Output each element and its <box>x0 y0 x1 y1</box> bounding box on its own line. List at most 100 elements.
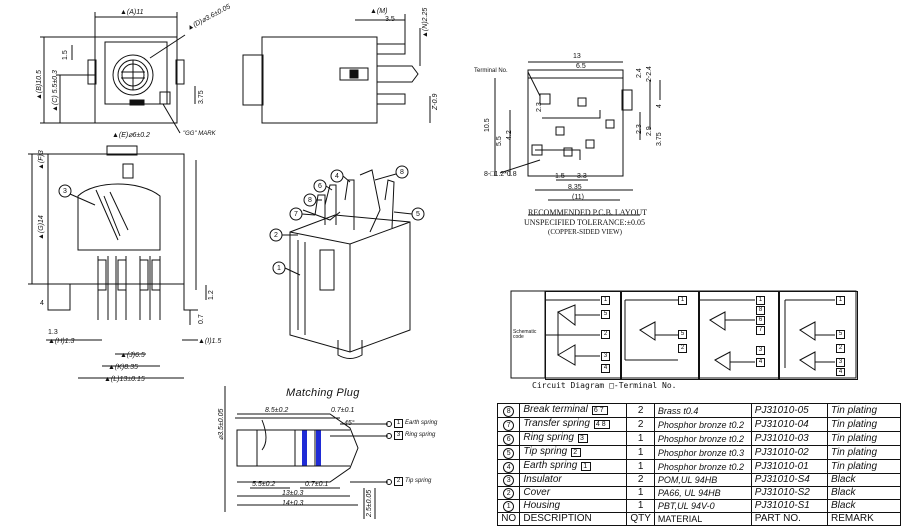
bom-description: Insulator <box>519 473 628 487</box>
bom-no: 8 <box>496 403 521 418</box>
terminal-box: 7 <box>756 326 765 335</box>
bom-description-text: Break terminal <box>523 404 588 416</box>
terminal-box: 4 <box>836 368 845 376</box>
bom-description-text: Cover <box>523 487 551 499</box>
bom-material: Phosphor bronze t0.2 <box>653 431 752 446</box>
dim-h: ▲(H)1.3 <box>48 338 75 345</box>
earth-spring-label: Earth spring <box>405 420 438 426</box>
bom-qty: 1 <box>626 459 655 474</box>
terminal-box: 5 <box>836 330 845 339</box>
dim-n: ▲(N)2.25 <box>422 7 429 38</box>
plug-dim-diameter: ⌀3.5±0.05 <box>218 408 225 440</box>
bom-no-circle: 5 <box>503 447 515 459</box>
bom-qty: 1 <box>626 445 655 460</box>
dim-15: 1.5 <box>62 50 69 60</box>
bom-description-text: Transfer spring <box>523 418 590 430</box>
dim-13: 1.3 <box>48 329 58 336</box>
dim-e: ▲(E)⌀6±0.2 <box>112 132 150 139</box>
iso-callout: 7 <box>294 211 298 218</box>
iso-callout: 6 <box>318 183 322 190</box>
schematic-frame <box>510 290 857 379</box>
plug-dim-07a: 0.7±0.1 <box>331 407 355 414</box>
dim-j: ▲(J)6.5 <box>120 352 145 359</box>
pcb-dim-4: 4 <box>656 104 663 108</box>
pcb-dim-11: (11) <box>572 194 584 201</box>
matching-plug-title: Matching Plug <box>286 387 360 399</box>
pcb-caption-3: (COPPER-SIDED VIEW) <box>548 228 622 236</box>
pcb-dim-65: 6.5 <box>576 63 586 70</box>
bom-remark: Black <box>826 473 901 487</box>
dim-i: ▲(I)1.5 <box>198 338 222 345</box>
dim-a: ▲(A)11 <box>120 9 144 16</box>
dim-35: 3.5 <box>385 16 395 23</box>
bom-no: 4 <box>496 459 521 474</box>
terminal-box: 1 <box>756 296 765 305</box>
bom-terminal-boxes: 48 <box>593 420 610 429</box>
bom-part-no: PJ31010-S1 <box>750 499 828 513</box>
bom-material: PBT,UL 94V-0 <box>653 499 752 513</box>
bom-no: 1 <box>496 499 521 513</box>
bom-no-circle: 7 <box>503 419 515 431</box>
terminal-box: 3 <box>756 346 765 355</box>
pcb-caption-2: UNSPECIFIED TOLERANCE:±0.05 <box>524 218 645 227</box>
pcb-dim-13: 13 <box>573 53 581 60</box>
dim-b: ▲(B)10.5 <box>36 70 43 100</box>
terminal-box: 3 <box>836 358 845 367</box>
iso-callout: 5 <box>416 211 420 218</box>
bom-description-text: Earth spring <box>523 460 578 472</box>
bom-remark: Tin plating <box>826 403 901 418</box>
bom-qty: 2 <box>626 473 655 487</box>
callout-3: 3 <box>63 188 67 195</box>
bom-material: Brass t0.4 <box>653 403 752 418</box>
bom-part-no: PJ31010-05 <box>750 403 828 418</box>
schematic-box-1 <box>545 291 622 380</box>
front-view-top <box>40 12 196 134</box>
bom-part-no: PJ31010-S4 <box>750 473 828 487</box>
iso-callout: 4 <box>335 173 339 180</box>
dim-k: ▲(K)8.35 <box>108 364 138 371</box>
dim-z: Z-0.9 <box>432 93 439 110</box>
terminal-box: 2 <box>678 344 687 353</box>
bom-qty: 2 <box>626 403 655 418</box>
bom-terminal-boxes: 3 <box>577 434 588 443</box>
bom-description-text: Housing <box>523 500 561 512</box>
dim-375: 3.75 <box>198 90 205 104</box>
matching-plug <box>224 386 392 519</box>
pcb-dim-23b: 2.3 <box>636 124 643 134</box>
bom-no: 7 <box>496 417 521 432</box>
bom-remark: Tin plating <box>826 431 901 446</box>
bom-qty: 1 <box>626 486 655 500</box>
bom-material: POM,UL 94HB <box>653 473 752 487</box>
bom-remark: Tin plating <box>826 417 901 432</box>
terminal-box: 3 <box>394 431 403 440</box>
terminal-box: 5 <box>601 310 610 319</box>
terminal-box: 4 <box>601 364 610 373</box>
plug-dim-07b: 0.7±0.1 <box>305 481 329 488</box>
pcb-dim-15: 1.5 <box>555 173 565 180</box>
terminal-box: 2 <box>601 330 610 339</box>
bom-qty: 2 <box>626 417 655 432</box>
bom-terminal-boxes: 1 <box>581 462 592 471</box>
pcb-dim-105: 10.5 <box>484 118 491 132</box>
bom-material: PA66, UL 94HB <box>653 486 752 500</box>
bom-no: 2 <box>496 486 521 500</box>
bom-material: Phosphor bronze t0.2 <box>653 417 752 432</box>
terminal-box: 4 <box>756 358 765 367</box>
bom-part-no: PJ31010-01 <box>750 459 828 474</box>
schematic-code-label: Schematic code <box>513 329 537 340</box>
bom-no-circle: 8 <box>503 405 515 417</box>
dim-c: ▲(C) 5.5±0.3 <box>52 70 59 112</box>
dim-m: ▲(M) <box>370 8 388 15</box>
pcb-dim-2-24: 2-2.4 <box>646 66 653 82</box>
pcb-dim-42: 4.2 <box>506 130 513 140</box>
pcb-caption-1: RECOMMENDED P.C.B. LAYOUT <box>528 208 648 217</box>
circuit-diagram-caption: Circuit Diagram □-Terminal No. <box>532 381 677 390</box>
dim-4: 4 <box>40 300 44 307</box>
pcb-dim-33: 3.3 <box>577 173 587 180</box>
plug-dim-25: 2.5±0.05 <box>366 489 373 517</box>
bom-part-no: PJ31010-03 <box>750 431 828 446</box>
pcb-dim-29: 2.9 <box>646 126 653 136</box>
